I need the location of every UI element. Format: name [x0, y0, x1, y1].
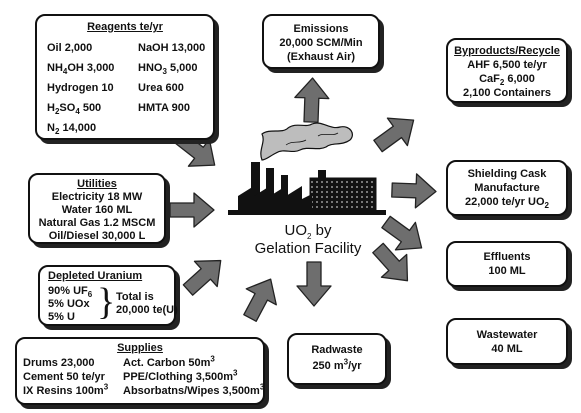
reagent-item: HMTA 900 — [138, 102, 190, 114]
wastewater-value: 40 ML — [491, 343, 523, 355]
reagent-item: Hydrogen 10 — [47, 82, 114, 94]
shielding-line: Shielding Cask — [467, 168, 547, 180]
utilities-line: Natural Gas 1.2 MSCM — [38, 217, 156, 229]
radwaste-value: 250 m3/yr — [312, 357, 362, 372]
depleted-line: 90% UF6 — [48, 285, 93, 300]
supply-item: PPE/Clothing 3,500m3 — [123, 368, 238, 383]
reagents-title: Reagents te/yr — [87, 21, 163, 33]
utilities-line: Water 160 ML — [61, 204, 133, 216]
effluents-value: 100 ML — [488, 265, 526, 277]
arrow-shielding-out — [391, 173, 437, 209]
emissions-line: 20,000 SCM/Min — [279, 37, 363, 49]
byproducts-line: CaF2 6,000 — [479, 73, 535, 88]
arrow-reagents-in — [175, 131, 216, 167]
depleted-total: Total is — [116, 291, 154, 303]
reagent-item: Urea 600 — [138, 82, 184, 94]
arrow-depleted-in — [182, 259, 222, 296]
shielding-box: Shielding Cask Manufacture 22,000 te/yr … — [446, 160, 568, 216]
reagent-item: Oil 2,000 — [47, 42, 93, 54]
supplies-box: Supplies Drums 23,000 Cement 50 te/yr IX… — [15, 337, 265, 405]
arrow-utilities-in — [169, 192, 215, 228]
depleted-line: 5% U — [48, 311, 75, 323]
shielding-line: Manufacture — [474, 182, 540, 194]
depleted-title: Depleted Uranium — [48, 270, 143, 282]
wastewater-box: Wastewater 40 ML — [446, 318, 568, 365]
byproducts-line: 2,100 Containers — [462, 87, 552, 99]
facility-label: UO2 by Gelation Facility — [254, 222, 362, 257]
depleted-line: 5% UOx — [48, 298, 90, 310]
supply-item: Act. Carbon 50m3 — [123, 354, 215, 369]
arrow-supplies-in — [243, 278, 277, 322]
utilities-line: Oil/Diesel 30,000 L — [48, 230, 146, 242]
reagents-box: Reagents te/yr Oil 2,000 NH4OH 3,000 Hyd… — [35, 14, 215, 140]
emissions-title: Emissions — [293, 23, 349, 35]
radwaste-title: Radwaste — [311, 344, 363, 356]
supply-item: IX Resins 100m3 — [23, 382, 109, 397]
shielding-line: 22,000 te/yr UO2 — [465, 196, 549, 211]
utilities-title: Utilities — [77, 178, 117, 190]
arrow-effluents-out — [381, 215, 423, 251]
arrow-radwaste-out — [296, 261, 332, 307]
emissions-box: Emissions 20,000 SCM/Min (Exhaust Air) — [262, 14, 380, 69]
arrow-wastewater-out — [372, 242, 409, 282]
reagent-item: NaOH 13,000 — [138, 42, 206, 54]
utilities-box: Utilities Electricity 18 MW Water 160 ML… — [28, 173, 166, 244]
byproducts-box: Byproducts/Recycle AHF 6,500 te/yr CaF2 … — [446, 38, 568, 103]
supply-item: Drums 23,000 — [23, 357, 95, 369]
wastewater-title: Wastewater — [476, 329, 538, 341]
reagent-item: NH4OH 3,000 — [47, 62, 115, 77]
depleted-uranium-box: Depleted Uranium 90% UF6 5% UOx 5% U } T… — [38, 265, 178, 326]
effluents-box: Effluents 100 ML — [446, 241, 568, 287]
reagent-item: N2 14,000 — [47, 122, 97, 137]
supply-item: Cement 50 te/yr — [23, 371, 105, 383]
arrow-emissions-out — [294, 77, 330, 123]
effluents-title: Effluents — [483, 251, 531, 263]
arrow-byproducts-out — [373, 117, 415, 153]
byproducts-line: AHF 6,500 te/yr — [467, 59, 547, 71]
supplies-title: Supplies — [117, 342, 163, 354]
supply-item: Absorbatns/Wipes 3,500m3 — [123, 382, 265, 397]
byproducts-title: Byproducts/Recycle — [454, 45, 560, 57]
emissions-line: (Exhaust Air) — [286, 51, 356, 63]
factory-icon — [228, 122, 386, 215]
depleted-total: 20,000 te(U) — [116, 304, 178, 316]
reagent-item: H2SO4 500 — [47, 102, 102, 117]
brace-icon: } — [97, 281, 116, 323]
reagent-item: HNO3 5,000 — [138, 62, 198, 77]
radwaste-box: Radwaste 250 m3/yr — [287, 333, 387, 385]
utilities-line: Electricity 18 MW — [51, 191, 143, 203]
